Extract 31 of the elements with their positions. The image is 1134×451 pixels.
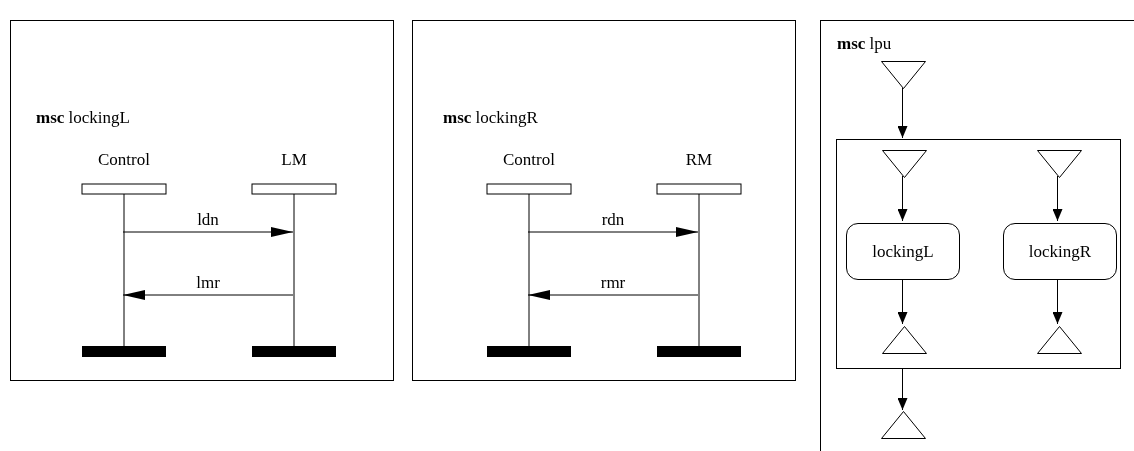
arrow [897,87,908,139]
message-label: ldn [197,211,219,228]
message-arrow [122,227,294,237]
inline-frame [836,139,1121,369]
chart-title: msc lockingL [36,109,130,126]
instance-name: LM [280,151,308,168]
end-triangle [1037,326,1082,354]
start-triangle [1037,150,1082,178]
start-triangle [881,61,926,89]
message-label: rdn [601,211,625,228]
message-label: rmr [600,274,626,291]
reference-box: lockingR [1003,223,1117,280]
msc-frame [10,20,394,381]
arrow [897,367,908,411]
message-arrow [122,290,294,300]
end-triangle [881,411,926,439]
message-arrow [527,290,699,300]
chart-title: msc lockingR [443,109,538,126]
end-triangle [882,326,927,354]
chart-title: msc lpu [837,35,892,52]
reference-box: lockingL [846,223,960,280]
instance-name: Control [502,151,556,168]
arrow [897,175,908,222]
arrow [1052,175,1063,222]
msc-frame [820,20,1134,451]
instance-name: Control [97,151,151,168]
start-triangle [882,150,927,178]
message-label: lmr [196,274,220,291]
message-arrow [527,227,699,237]
msc-frame [412,20,796,381]
instance-name: RM [684,151,714,168]
